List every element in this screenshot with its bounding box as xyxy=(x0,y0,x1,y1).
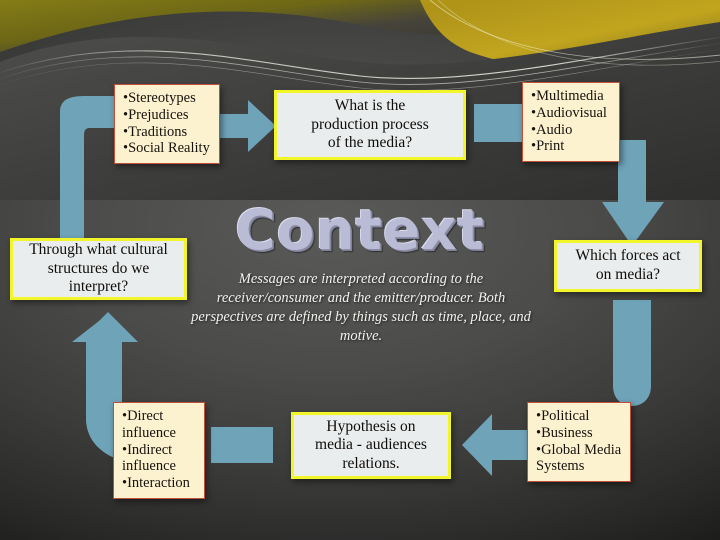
question-line: Hypothesis on xyxy=(326,417,416,435)
arrow-up-curve-shape xyxy=(72,312,160,466)
swoosh-line-5 xyxy=(437,0,720,66)
box-media-types[interactable]: •Multimedia •Audiovisual •Audio •Print xyxy=(522,82,620,163)
list-item: •Traditions xyxy=(123,123,188,140)
bar-down-shape xyxy=(613,300,651,406)
swoosh-line-2 xyxy=(0,43,720,85)
arrow-forces-list-to-hypothesis xyxy=(462,412,532,478)
question-text: What is the production process of the me… xyxy=(311,97,429,153)
swoosh-line-4 xyxy=(429,0,720,60)
box-effects-list[interactable]: •Direct influence •Indirect influence •I… xyxy=(113,402,205,500)
arrow-left-shape xyxy=(462,414,530,476)
connector-forces-question-to-forces-list xyxy=(613,300,655,408)
list-item: •Political xyxy=(536,408,590,424)
question-line: production process xyxy=(311,115,429,133)
box-influences[interactable]: •Stereotypes •Prejudices •Traditions •So… xyxy=(114,84,220,165)
question-line: of the media? xyxy=(327,134,413,152)
elbow-up-right-shape xyxy=(60,96,130,246)
box-cultural-question[interactable]: Through what cultural structures do we i… xyxy=(10,238,187,300)
box-production-question[interactable]: What is the production process of the me… xyxy=(274,90,466,160)
question-line: media - audiences xyxy=(315,436,427,454)
question-line: relations. xyxy=(342,454,400,472)
box-hypothesis-question[interactable]: Hypothesis on media - audiences relation… xyxy=(291,412,451,479)
list-item: •Print xyxy=(531,138,565,155)
bar-right-shape xyxy=(474,104,530,142)
question-text: Through what cultural structures do we i… xyxy=(29,241,168,297)
list-item: •Stereotypes xyxy=(123,90,196,106)
arrow-media-types-to-forces xyxy=(602,140,682,250)
list-item: •Prejudices xyxy=(123,106,189,123)
list-item: •Indirect influence xyxy=(122,441,176,475)
box-forces-question[interactable]: Which forces act on media? xyxy=(554,240,702,292)
question-line: on media? xyxy=(595,266,661,283)
question-text: Hypothesis on media - audiences relation… xyxy=(315,418,427,474)
arrow-influences-to-production xyxy=(216,98,278,154)
question-line: structures do we xyxy=(47,259,150,277)
list-item: •Audio xyxy=(531,121,573,138)
connector-cultural-to-influences xyxy=(60,96,140,246)
box-forces-list[interactable]: •Political •Business •Global Media Syste… xyxy=(527,402,631,483)
arrow-effects-to-cultural xyxy=(66,306,170,466)
question-line: What is the xyxy=(334,97,406,115)
arrow-right-shape xyxy=(216,100,276,152)
list-item: •Interaction xyxy=(122,475,190,492)
connector-hypothesis-to-effects xyxy=(211,427,273,463)
swoosh-gold xyxy=(420,0,720,78)
question-text: Which forces act on media? xyxy=(576,247,681,284)
list-item: •Global Media Systems xyxy=(536,441,622,475)
list-item: •Multimedia xyxy=(531,88,604,104)
swoosh-line-1 xyxy=(0,36,720,80)
question-line: Which forces act xyxy=(575,247,681,265)
slide-description: Messages are interpreted according to th… xyxy=(191,271,531,345)
list-item: •Business xyxy=(536,424,593,441)
arrow-down-shape xyxy=(602,140,664,246)
list-item: •Social Reality xyxy=(123,140,210,157)
page-title: Context xyxy=(235,198,485,262)
list-item: •Audiovisual xyxy=(531,104,607,121)
question-line: Through what cultural xyxy=(29,241,168,259)
question-line: interpret? xyxy=(68,278,129,296)
bar-left-shape xyxy=(211,427,273,463)
list-item: •Direct influence xyxy=(122,408,176,441)
connector-production-to-media-types xyxy=(474,104,530,142)
swoosh-olive xyxy=(0,0,720,52)
